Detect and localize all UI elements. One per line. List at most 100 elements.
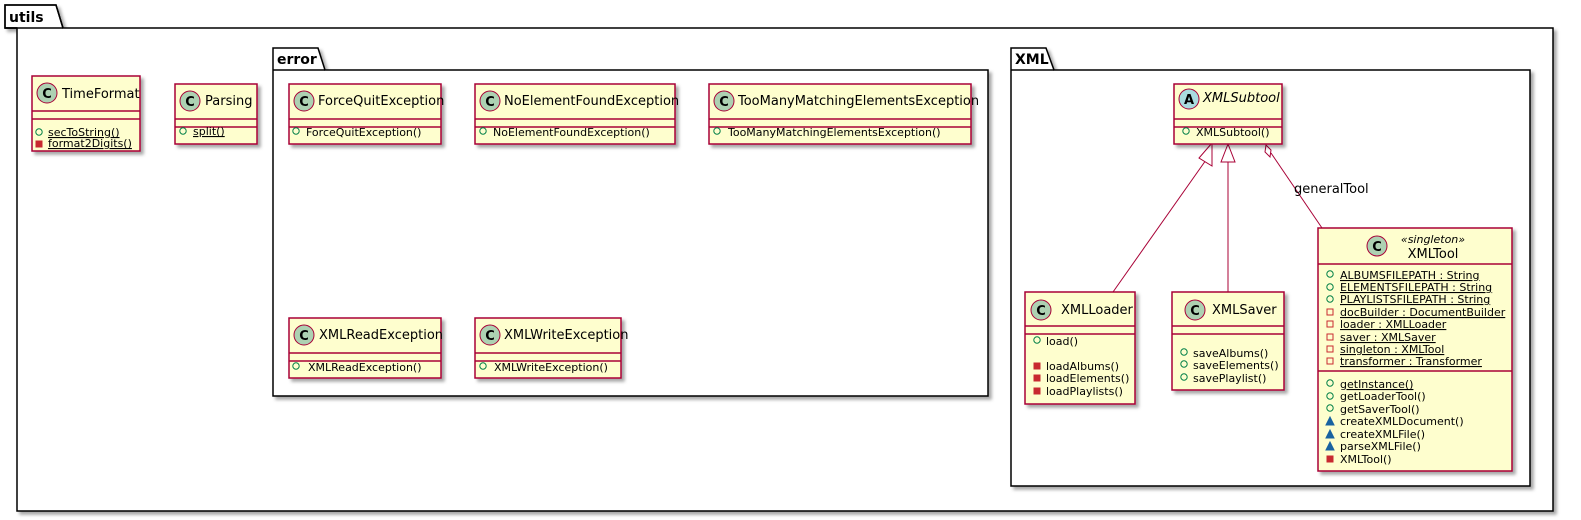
field: singleton : XMLTool xyxy=(1340,343,1444,356)
class-name: XMLSaver xyxy=(1212,303,1277,318)
method: getSaverTool() xyxy=(1340,403,1420,416)
class-stereotype: «singleton» xyxy=(1401,233,1465,246)
class-xmlsaver[interactable]: C XMLSaver saveAlbums() saveElements() s… xyxy=(1171,291,1285,391)
public-icon xyxy=(1326,379,1334,387)
private-icon xyxy=(1326,333,1334,341)
method: getLoaderTool() xyxy=(1340,390,1426,403)
member: loadAlbums() xyxy=(1046,360,1119,373)
package-xml-label: XML xyxy=(1015,52,1049,68)
abstract-badge-icon xyxy=(1178,88,1200,110)
class-xmlloader[interactable]: C XMLLoader load() loadAlbums() loadElem… xyxy=(1024,291,1136,405)
field: ELEMENTSFILEPATH : String xyxy=(1340,281,1492,294)
member: ForceQuitException() xyxy=(306,126,421,139)
member: savePlaylist() xyxy=(1193,372,1266,385)
field: PLAYLISTSFILEPATH : String xyxy=(1340,293,1490,306)
public-icon xyxy=(1180,360,1188,368)
relations xyxy=(1112,141,1323,293)
class-badge-icon xyxy=(293,324,315,346)
private-icon xyxy=(1326,455,1334,463)
class-xmltool[interactable]: C «singleton» XMLTool ALBUMSFILEPATH : S… xyxy=(1317,227,1513,472)
private-icon xyxy=(1326,308,1334,316)
method: getInstance() xyxy=(1340,378,1413,391)
class-badge-letter: C xyxy=(1036,304,1046,319)
class-badge-icon xyxy=(713,90,735,112)
public-icon xyxy=(1326,283,1334,291)
public-icon xyxy=(1182,127,1190,135)
abstract-badge-letter: A xyxy=(1184,93,1194,108)
package-private-icon xyxy=(1325,428,1335,439)
class-badge-icon xyxy=(1366,235,1388,257)
package-error-label: error xyxy=(277,52,317,68)
class-name: ForceQuitException xyxy=(318,94,444,109)
private-icon xyxy=(1033,362,1041,370)
class-parsing[interactable]: C Parsing split() xyxy=(174,83,258,145)
class-badge-icon xyxy=(1030,299,1052,321)
class-badge-icon xyxy=(179,90,201,112)
public-icon xyxy=(1326,404,1334,412)
class-name: TimeFormat xyxy=(61,87,140,102)
private-icon xyxy=(1033,374,1041,382)
public-icon xyxy=(479,362,487,370)
member: saveAlbums() xyxy=(1193,347,1268,360)
class-badge-letter: C xyxy=(299,95,309,110)
member: format2Digits() xyxy=(48,137,132,150)
method: parseXMLFile() xyxy=(1340,440,1421,453)
class-noelementfoundexception[interactable]: C NoElementFoundException NoElementFound… xyxy=(474,83,679,145)
field: docBuilder : DocumentBuilder xyxy=(1340,306,1506,319)
field: transformer : Transformer xyxy=(1340,355,1482,368)
class-xmlreadexception[interactable]: C XMLReadException XMLReadException() xyxy=(288,317,443,379)
field: loader : XMLLoader xyxy=(1340,318,1447,331)
private-icon xyxy=(1326,320,1334,328)
member: saveElements() xyxy=(1193,359,1279,372)
member: loadPlaylists() xyxy=(1046,385,1123,398)
member: NoElementFoundException() xyxy=(493,126,650,139)
class-xmlsubtool[interactable]: A XMLSubtool XMLSubtool() xyxy=(1173,83,1283,145)
class-badge-letter: C xyxy=(42,87,52,102)
package-utils-label: utils xyxy=(9,10,44,26)
class-name: XMLReadException xyxy=(319,328,443,343)
class-badge-letter: C xyxy=(1372,240,1382,255)
member: loadElements() xyxy=(1046,372,1129,385)
class-name: Parsing xyxy=(205,94,252,109)
inheritance-arrowhead xyxy=(1220,142,1236,163)
method: createXMLDocument() xyxy=(1340,415,1464,428)
public-icon xyxy=(292,362,300,370)
class-name: NoElementFoundException xyxy=(504,94,679,109)
class-badge-letter: C xyxy=(299,329,309,344)
private-icon xyxy=(1033,387,1041,395)
private-icon xyxy=(1326,345,1334,353)
class-badge-letter: C xyxy=(719,95,729,110)
public-icon xyxy=(35,128,43,136)
field: saver : XMLSaver xyxy=(1340,331,1436,344)
member: TooManyMatchingElementsException() xyxy=(727,126,941,139)
member: XMLSubtool() xyxy=(1196,126,1270,139)
inheritance-arrowhead xyxy=(1198,141,1213,167)
class-badge-icon xyxy=(1184,299,1206,321)
public-icon xyxy=(479,127,487,135)
public-icon xyxy=(713,127,721,135)
public-icon xyxy=(179,127,187,135)
public-icon xyxy=(1326,295,1334,303)
member: secToString() xyxy=(48,126,120,139)
class-name: XMLWriteException xyxy=(504,328,628,343)
package-private-icon xyxy=(1325,415,1335,426)
class-badge-icon xyxy=(36,82,58,104)
private-icon xyxy=(35,140,43,148)
class-forcequitexception[interactable]: C ForceQuitException ForceQuitException(… xyxy=(288,83,444,145)
class-toomanymatchingelementsexception[interactable]: C TooManyMatchingElementsException TooMa… xyxy=(708,83,979,145)
method: createXMLFile() xyxy=(1340,428,1425,441)
class-name: XMLSubtool xyxy=(1202,91,1280,106)
member: XMLWriteException() xyxy=(494,361,608,374)
class-badge-letter: C xyxy=(485,329,495,344)
class-badge-icon xyxy=(293,90,315,112)
class-timeformat[interactable]: C TimeFormat secToString() format2Digits… xyxy=(31,75,141,152)
member: split() xyxy=(193,125,225,138)
public-icon xyxy=(1326,270,1334,278)
class-badge-icon xyxy=(479,324,501,346)
public-icon xyxy=(1033,336,1041,344)
class-xmlwriteexception[interactable]: C XMLWriteException XMLWriteException() xyxy=(474,317,628,379)
private-icon xyxy=(1326,357,1334,365)
class-badge-letter: C xyxy=(1190,304,1200,319)
class-badge-letter: C xyxy=(185,95,195,110)
